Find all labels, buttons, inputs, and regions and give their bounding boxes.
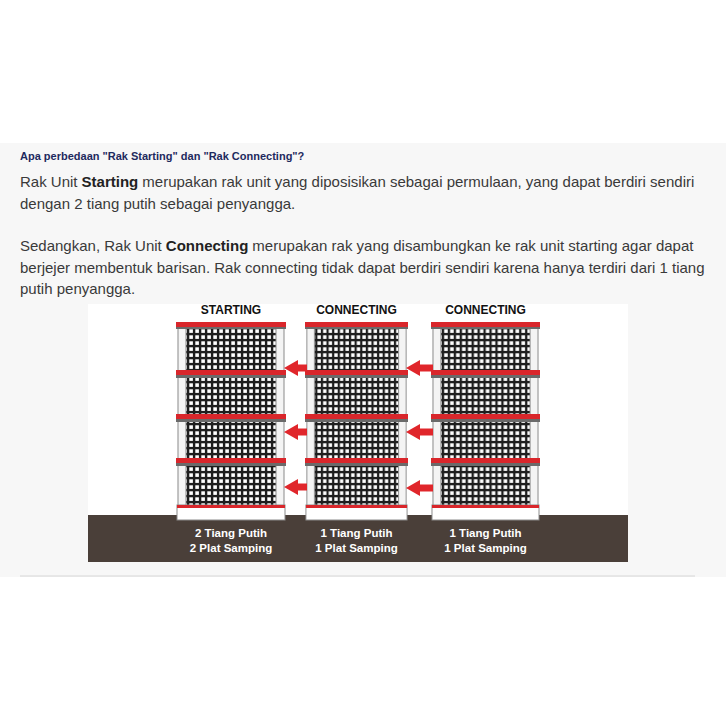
unit-type-heading: CONNECTING [419,303,552,317]
unit-type-heading: CONNECTING [293,303,420,317]
unit-spec: 1 Plat Samping [417,541,554,555]
paragraph-text: Sedangkan, Rak Unit [20,237,162,254]
connect-arrow [414,429,433,436]
unit-spec: 1 Tiang Putih [291,526,422,540]
connect-arrow [292,365,307,372]
connect-arrow [414,485,433,492]
shelf-unit: STARTING2 Tiang Putih2 Plat Samping [178,303,284,560]
explanation-paragraph: Sedangkan, Rak UnitConnectingmerupakan r… [20,235,710,300]
unit-spec: 1 Plat Samping [291,541,422,555]
unit-spec: 2 Plat Samping [162,541,300,555]
unit-type-heading: STARTING [164,303,298,317]
unit-spec: 2 Tiang Putih [162,526,300,540]
unit-spec: 1 Tiang Putih [417,526,554,540]
bold-term: Connecting [166,237,249,254]
connect-arrow [292,429,307,436]
connect-arrow [292,484,307,491]
paragraph-text: Rak Unit [20,173,78,190]
question-heading: Apa perbedaan "Rak Starting" dan "Rak Co… [20,150,304,162]
connect-arrow [414,365,433,372]
bold-term: Starting [82,173,139,190]
explanation-paragraph: Rak UnitStartingmerupakan rak unit yang … [20,171,710,214]
shelf-unit: CONNECTING1 Tiang Putih1 Plat Samping [433,303,538,560]
shelf-unit: CONNECTING1 Tiang Putih1 Plat Samping [307,303,406,560]
